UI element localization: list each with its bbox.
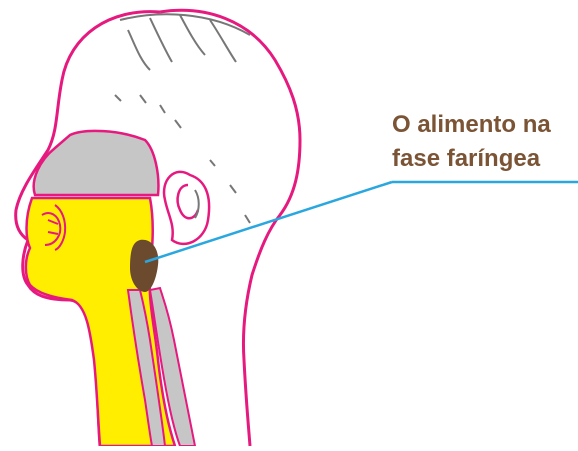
annotation-line-1: O alimento na: [392, 110, 551, 140]
annotation-line-2: fase faríngea: [392, 144, 540, 174]
leader-line: [145, 182, 392, 262]
food-bolus: [130, 240, 158, 292]
ear: [164, 172, 209, 244]
